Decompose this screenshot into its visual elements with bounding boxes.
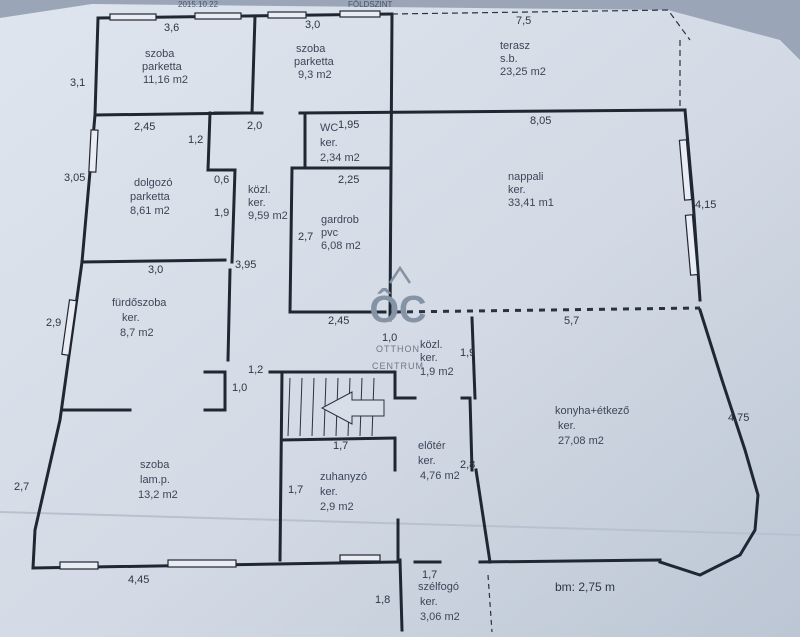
dim-label: 3,0 <box>148 264 163 276</box>
watermark-line1: OTTHON <box>376 344 420 354</box>
dashed-lines <box>391 9 701 633</box>
dim-label: 1,0 <box>382 332 397 344</box>
dim-label: 3,1 <box>70 77 85 89</box>
paper-sheet <box>0 4 800 637</box>
dimension-labels: 3,6 3,0 7,5 3,1 2,45 1,2 2,0 1,95 8,05 3… <box>14 15 749 606</box>
windows <box>59 10 699 570</box>
dim-label: 1,2 <box>188 134 203 146</box>
dim-label: 1,7 <box>333 440 348 452</box>
dim-label: 3,6 <box>164 22 179 34</box>
watermark-line2: CENTRUM <box>372 361 424 371</box>
dim-label: 2,45 <box>134 121 155 133</box>
dim-label: 3,0 <box>305 19 320 31</box>
dim-label: 2,45 <box>328 315 349 327</box>
dim-label: 2,0 <box>247 120 262 132</box>
dim-label: 1,7 <box>422 569 437 581</box>
dim-label: 3,95 <box>235 259 256 271</box>
dim-label: 5,7 <box>564 315 579 327</box>
watermark-logo: ÔC OTTHON CENTRUM <box>370 265 427 371</box>
staircase <box>287 377 385 437</box>
dim-label: 8,05 <box>530 115 551 127</box>
dim-label: 1,9 <box>214 207 229 219</box>
dim-label: 2,9 <box>46 317 61 329</box>
paper-fold <box>0 511 800 536</box>
room-label: közl.ker.9,59 m2 <box>248 184 288 222</box>
dim-label: 1,0 <box>232 382 247 394</box>
dim-label: 0,6 <box>214 174 229 186</box>
dim-label: 2,8 <box>460 459 475 471</box>
dim-label: 4,45 <box>128 574 149 586</box>
dim-label: 2,7 <box>14 481 29 493</box>
watermark-mark: ÔC <box>370 286 427 331</box>
dim-label: 1,7 <box>288 484 303 496</box>
dim-label: 7,5 <box>516 15 531 27</box>
room-label: közl.ker.1,9 m2 <box>420 339 454 378</box>
dim-label: 3,05 <box>64 172 85 184</box>
dim-label: 4,75 <box>728 412 749 424</box>
walls <box>31 12 760 632</box>
plan-floor-title: FÖLDSZINT <box>348 0 393 9</box>
dim-label: 1,8 <box>375 594 390 606</box>
dim-label: 1,2 <box>248 364 263 376</box>
dim-label: 2,7 <box>298 231 313 243</box>
dim-label: 1,9 <box>460 347 475 359</box>
dim-label: 4,15 <box>695 199 716 211</box>
ceiling-height: bm: 2,75 m <box>555 580 615 594</box>
dim-label: 2,25 <box>338 174 359 186</box>
dim-label: 1,95 <box>338 119 359 131</box>
plan-date: 2015.10.22 <box>178 0 219 9</box>
